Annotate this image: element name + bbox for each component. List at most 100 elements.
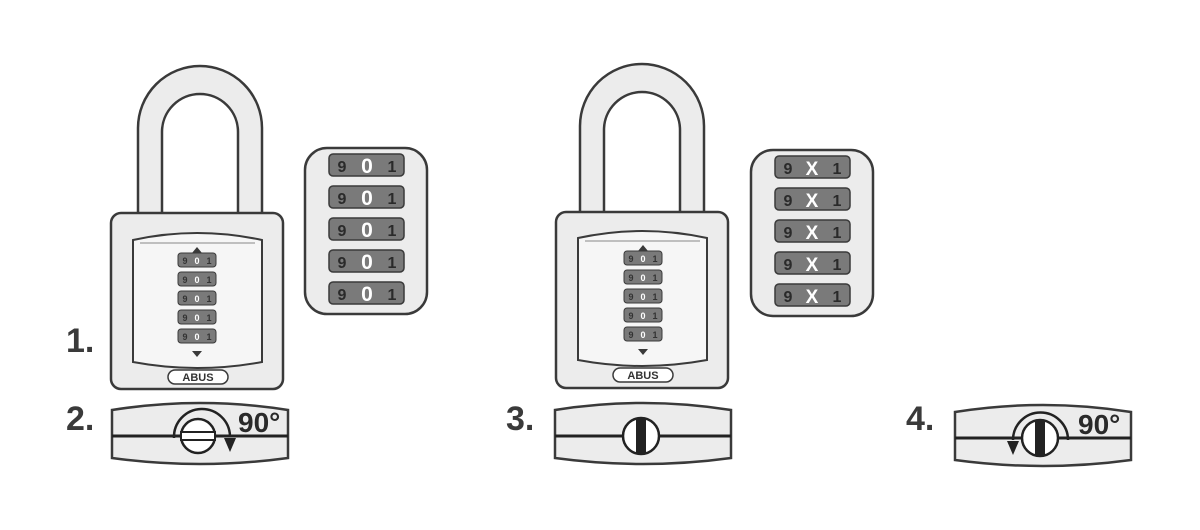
- dial-left-digit: 9: [628, 292, 633, 302]
- zoom-dial-row: 9 0 1: [328, 281, 405, 306]
- dial-left-digit: 9: [182, 294, 187, 304]
- step-1-label: 1.: [66, 322, 94, 360]
- brand-badge: ABUS: [167, 369, 229, 385]
- dial-zoom-2: 9 X 1 9 X 1 9 X 1 9 X 1 9 X 1: [749, 148, 875, 318]
- zoom-center-digit: X: [806, 255, 819, 276]
- dial-left-digit: 9: [182, 275, 187, 285]
- dial-left-digit: 9: [182, 313, 187, 323]
- arrow-down-icon: [192, 351, 202, 357]
- brand-label: ABUS: [182, 372, 213, 384]
- dial-right-digit: 1: [206, 256, 211, 266]
- padlock-1: 9 0 1 9 0 1 9 0 1 9 0 1: [109, 64, 285, 391]
- shackle-icon: [136, 64, 264, 218]
- zoom-left-digit: 9: [784, 289, 793, 306]
- zoom-center-digit: 0: [361, 187, 373, 210]
- zoom-dial-row: 9 0 1: [328, 153, 405, 178]
- zoom-left-digit: 9: [338, 159, 347, 176]
- zoom-right-digit: 1: [388, 287, 397, 304]
- dial-center-digit: 0: [640, 311, 645, 321]
- zoom-left-digit: 9: [784, 225, 793, 242]
- dial-stack: 9 0 1 9 0 1 9 0 1 9 0 1: [177, 252, 217, 344]
- lock-bottom-view-4: [953, 403, 1133, 468]
- dial-center-digit: 0: [640, 273, 645, 283]
- dial-wheel[interactable]: 9 0 1: [177, 271, 217, 287]
- zoom-left-digit: 9: [784, 161, 793, 178]
- rotate-clockwise-icon: [172, 407, 232, 439]
- zoom-center-digit: X: [806, 287, 819, 308]
- dial-center-digit: 0: [194, 294, 199, 304]
- dial-wheel[interactable]: 9 0 1: [623, 326, 663, 342]
- zoom-right-digit: 1: [833, 257, 842, 274]
- dial-left-digit: 9: [628, 273, 633, 283]
- zoom-right-digit: 1: [388, 191, 397, 208]
- zoom-dial-row: 9 0 1: [328, 217, 405, 242]
- zoom-left-digit: 9: [784, 193, 793, 210]
- dial-left-digit: 9: [182, 256, 187, 266]
- padlock-2: 9 0 1 9 0 1 9 0 1 9 0 1: [554, 62, 730, 390]
- dial-wheel[interactable]: 9 0 1: [623, 288, 663, 304]
- zoom-left-digit: 9: [338, 287, 347, 304]
- dial-center-digit: 0: [640, 292, 645, 302]
- zoom-right-digit: 1: [833, 193, 842, 210]
- zoom-center-digit: 0: [361, 219, 373, 242]
- zoom-center-digit: 0: [361, 155, 373, 178]
- step-3-label: 3.: [506, 400, 534, 438]
- zoom-center-digit: X: [806, 223, 819, 244]
- dial-zoom-1: 9 0 1 9 0 1 9 0 1 9 0 1 9 0 1: [303, 146, 429, 316]
- dial-wheel[interactable]: 9 0 1: [623, 250, 663, 266]
- dial-right-digit: 1: [652, 254, 657, 264]
- dial-right-digit: 1: [206, 275, 211, 285]
- zoom-left-digit: 9: [338, 223, 347, 240]
- dial-wheel[interactable]: 9 0 1: [623, 307, 663, 323]
- dial-right-digit: 1: [206, 332, 211, 342]
- zoom-right-digit: 1: [388, 255, 397, 272]
- zoom-dial-row: 9 0 1: [328, 249, 405, 274]
- step-2-label: 2.: [66, 400, 94, 438]
- dial-wheel[interactable]: 9 0 1: [177, 290, 217, 306]
- dial-left-digit: 9: [628, 311, 633, 321]
- dial-center-digit: 0: [640, 330, 645, 340]
- zoom-center-digit: 0: [361, 283, 373, 306]
- zoom-dial-row: 9 X 1: [774, 283, 851, 308]
- dial-wheel[interactable]: 9 0 1: [177, 328, 217, 344]
- dial-center-digit: 0: [194, 256, 199, 266]
- dial-right-digit: 1: [206, 313, 211, 323]
- zoom-dial-row: 9 X 1: [774, 155, 851, 180]
- dial-wheel[interactable]: 9 0 1: [177, 252, 217, 268]
- dial-stack: 9 0 1 9 0 1 9 0 1 9 0 1: [623, 250, 663, 342]
- zoom-right-digit: 1: [833, 289, 842, 306]
- arrow-down-icon: [638, 349, 648, 355]
- zoom-right-digit: 1: [833, 161, 842, 178]
- dial-left-digit: 9: [628, 254, 633, 264]
- zoom-center-digit: X: [806, 159, 819, 180]
- zoom-dial-row: 9 X 1: [774, 219, 851, 244]
- zoom-dial-row: 9 X 1: [774, 251, 851, 276]
- zoom-left-digit: 9: [784, 257, 793, 274]
- rotate-counterclockwise-icon: [1011, 411, 1070, 441]
- brand-badge: ABUS: [612, 367, 674, 383]
- rotation-label-4: 90°: [1078, 409, 1120, 440]
- dial-wheel[interactable]: 9 0 1: [177, 309, 217, 325]
- dial-wheel[interactable]: 9 0 1: [623, 269, 663, 285]
- zoom-right-digit: 1: [388, 223, 397, 240]
- dial-right-digit: 1: [652, 273, 657, 283]
- zoom-center-digit: 0: [361, 251, 373, 274]
- dial-right-digit: 1: [652, 292, 657, 302]
- zoom-right-digit: 1: [833, 225, 842, 242]
- dial-center-digit: 0: [194, 313, 199, 323]
- zoom-center-digit: X: [806, 191, 819, 212]
- rotation-label-2: 90°: [238, 407, 280, 438]
- lock-bottom-view-2: [110, 401, 290, 466]
- zoom-left-digit: 9: [338, 191, 347, 208]
- step-4-label: 4.: [906, 400, 934, 438]
- dial-left-digit: 9: [182, 332, 187, 342]
- arrow-up-icon: [638, 245, 648, 251]
- arrow-up-icon: [192, 247, 202, 253]
- dial-right-digit: 1: [206, 294, 211, 304]
- dial-center-digit: 0: [640, 254, 645, 264]
- dial-right-digit: 1: [652, 311, 657, 321]
- zoom-left-digit: 9: [338, 255, 347, 272]
- dial-center-digit: 0: [194, 332, 199, 342]
- zoom-right-digit: 1: [388, 159, 397, 176]
- zoom-dial-row: 9 X 1: [774, 187, 851, 212]
